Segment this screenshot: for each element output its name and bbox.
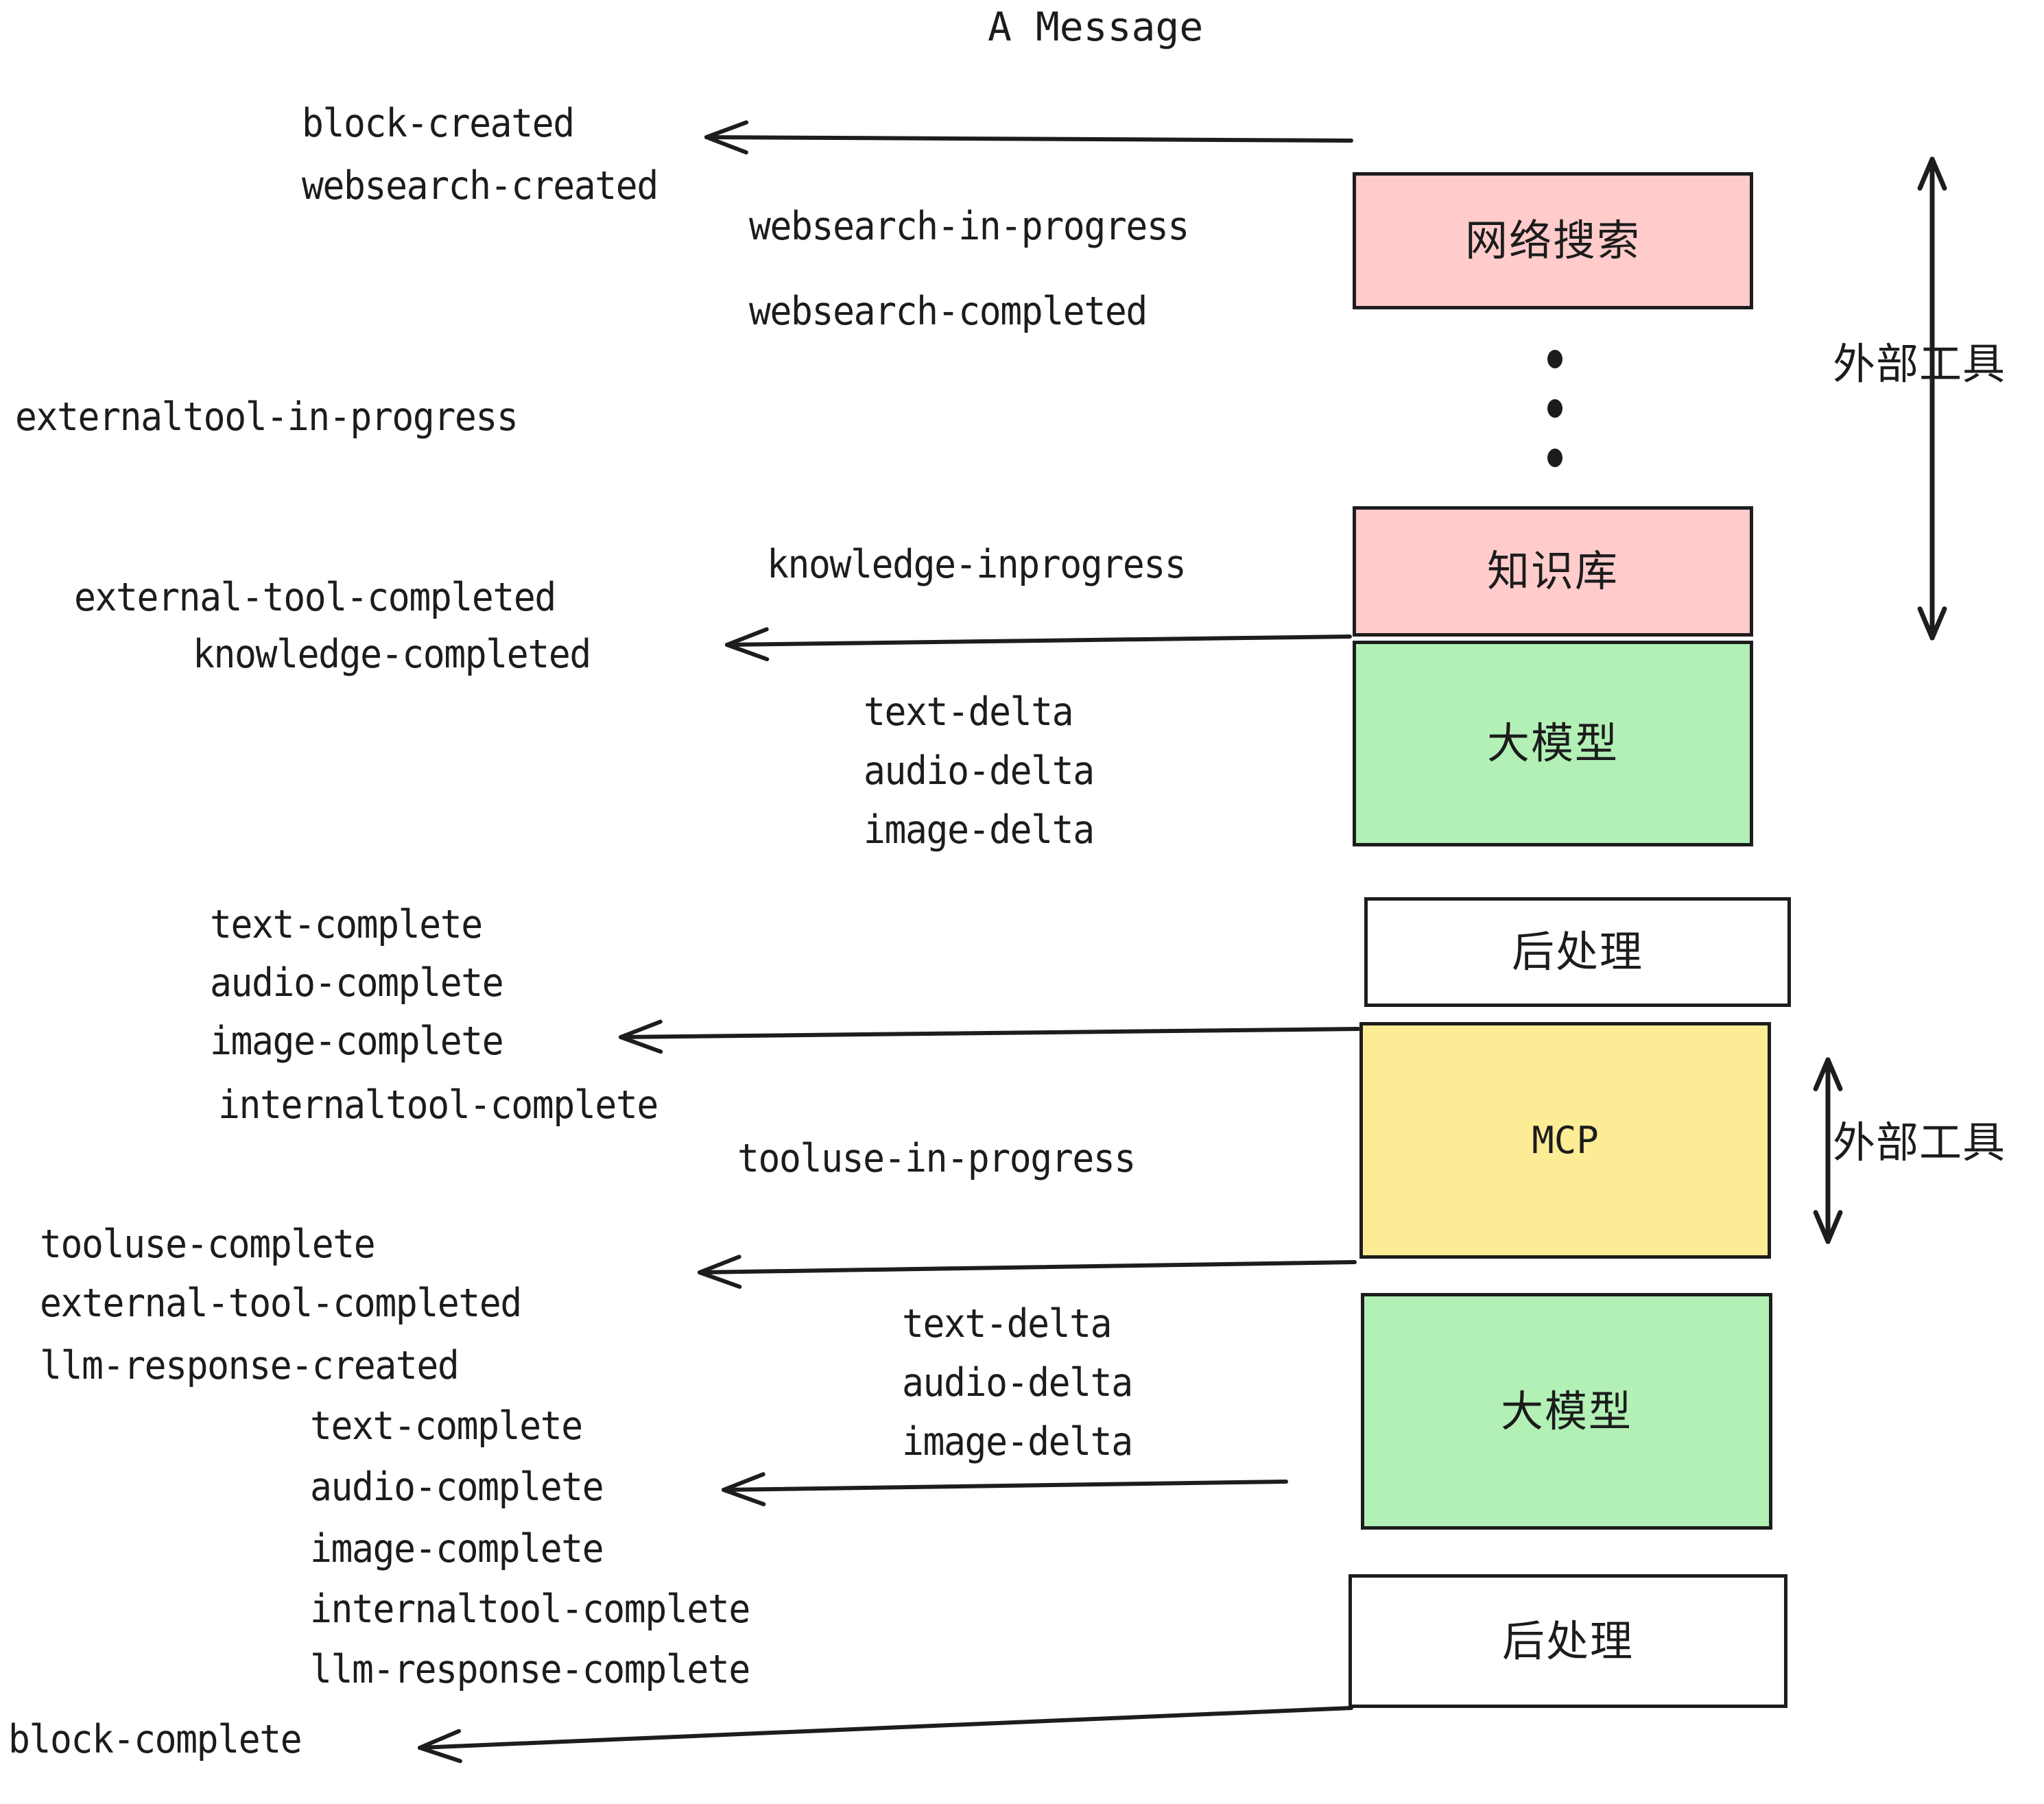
box-label-mcp: MCP bbox=[1532, 1118, 1599, 1162]
event-websearch-completed: websearch-completed bbox=[749, 289, 1148, 334]
box-mcp: MCP bbox=[1359, 1022, 1771, 1259]
box-llm-1: 大模型 bbox=[1353, 641, 1753, 846]
event-image-delta-2: image-delta bbox=[902, 1419, 1133, 1464]
ellipsis-dot-2 bbox=[1547, 399, 1562, 418]
event-audio-delta-1: audio-delta bbox=[864, 748, 1095, 794]
box-postprocess-2: 后处理 bbox=[1348, 1574, 1787, 1708]
event-tooluse-in-progress: tooluse-in-progress bbox=[737, 1136, 1136, 1181]
box-label-postprocess-2: 后处理 bbox=[1501, 1615, 1634, 1666]
ellipsis-dot-1 bbox=[1547, 350, 1562, 368]
box-label-postprocess-1: 后处理 bbox=[1511, 927, 1643, 977]
arrow-image-complete bbox=[619, 1019, 1360, 1054]
event-text-delta-1: text-delta bbox=[864, 689, 1074, 735]
event-image-complete-2: image-complete bbox=[310, 1526, 604, 1571]
side-label-external-tools-top: 外部工具 bbox=[1833, 339, 2006, 389]
box-label-llm-1: 大模型 bbox=[1486, 718, 1619, 768]
box-llm-2: 大模型 bbox=[1361, 1293, 1772, 1530]
arrow-block-created bbox=[704, 120, 1353, 155]
page-title: A Message bbox=[988, 3, 1204, 50]
event-image-complete-1: image-complete bbox=[210, 1019, 504, 1064]
box-postprocess-1: 后处理 bbox=[1364, 897, 1791, 1007]
event-image-delta-1: image-delta bbox=[864, 807, 1095, 853]
box-websearch: 网络搜索 bbox=[1353, 172, 1753, 309]
event-llm-response-created: llm-response-created bbox=[40, 1343, 460, 1388]
box-label-websearch: 网络搜索 bbox=[1464, 215, 1641, 265]
ellipsis-dot-3 bbox=[1547, 449, 1562, 467]
arrow-audio-complete bbox=[722, 1472, 1288, 1506]
arrow-tooluse-complete bbox=[698, 1255, 1357, 1289]
event-tooluse-complete: tooluse-complete bbox=[40, 1222, 376, 1267]
event-websearch-created: websearch-created bbox=[302, 163, 658, 209]
event-knowledge-inprogress: knowledge-inprogress bbox=[767, 542, 1187, 587]
event-text-complete-2: text-complete bbox=[310, 1403, 583, 1449]
event-audio-complete-1: audio-complete bbox=[210, 960, 504, 1006]
event-websearch-in-progress: websearch-in-progress bbox=[749, 204, 1189, 249]
event-knowledge-completed: knowledge-completed bbox=[193, 632, 591, 677]
event-internaltool-complete-2: internaltool-complete bbox=[310, 1587, 750, 1632]
event-external-tool-completed-1: external-tool-completed bbox=[74, 575, 556, 620]
event-block-complete: block-complete bbox=[8, 1717, 302, 1762]
external-tools-arrow-top bbox=[1917, 156, 1947, 641]
event-internaltool-complete-1: internaltool-complete bbox=[218, 1082, 658, 1128]
event-externaltool-in-progress: externaltool-in-progress bbox=[15, 394, 519, 440]
event-text-delta-2: text-delta bbox=[902, 1301, 1113, 1346]
event-text-complete-1: text-complete bbox=[210, 902, 483, 947]
arrow-block-complete bbox=[418, 1706, 1353, 1764]
box-knowledge: 知识库 bbox=[1353, 506, 1753, 637]
event-external-tool-completed-2: external-tool-completed bbox=[40, 1281, 522, 1326]
side-label-external-tools-bottom: 外部工具 bbox=[1833, 1117, 2006, 1167]
arrow-knowledge-done bbox=[725, 627, 1352, 662]
box-label-llm-2: 大模型 bbox=[1500, 1386, 1632, 1436]
event-audio-complete-2: audio-complete bbox=[310, 1464, 604, 1510]
event-audio-delta-2: audio-delta bbox=[902, 1360, 1133, 1405]
box-label-knowledge: 知识库 bbox=[1486, 546, 1619, 596]
event-block-created: block-created bbox=[302, 101, 575, 146]
event-llm-response-complete: llm-response-complete bbox=[310, 1647, 750, 1692]
